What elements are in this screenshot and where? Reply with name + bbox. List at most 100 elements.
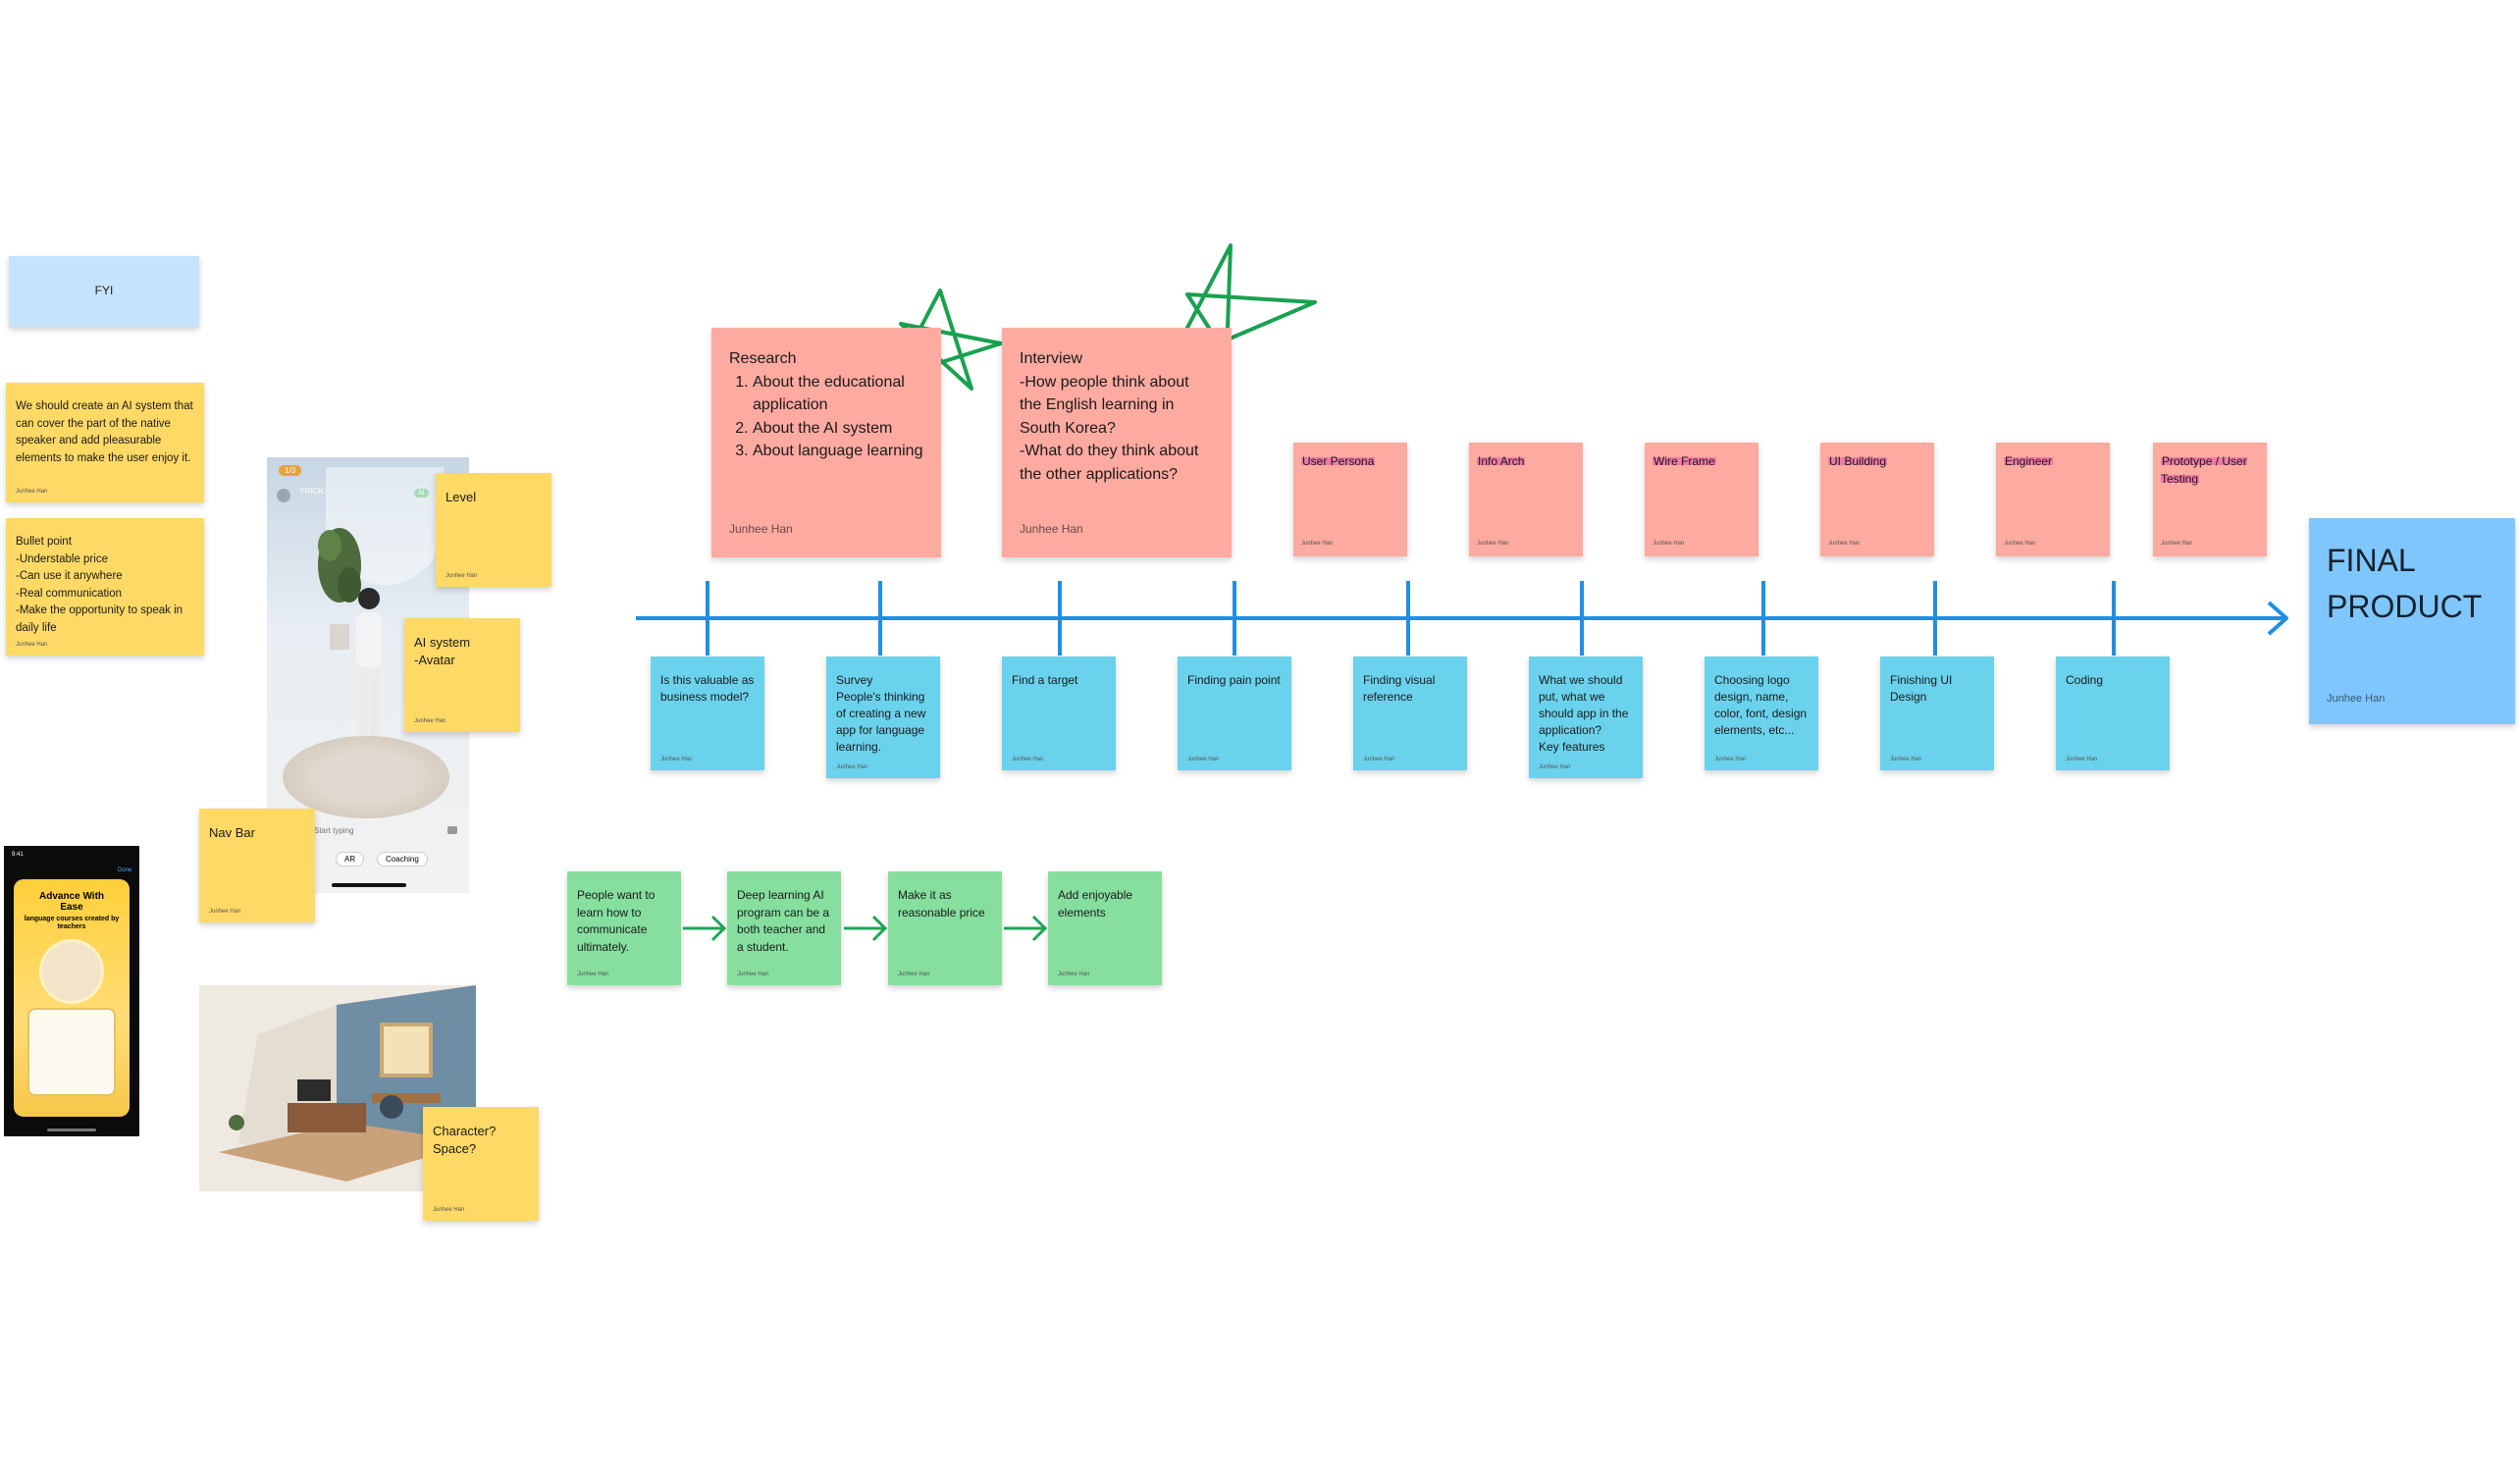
room-render-image bbox=[199, 985, 476, 1191]
status-time: 9:41 bbox=[12, 852, 24, 858]
note-text: Survey People's thinking of creating a n… bbox=[836, 673, 926, 754]
research-item: About the AI system bbox=[753, 417, 923, 441]
interview-note[interactable]: Interview -How people think about the En… bbox=[1002, 328, 1232, 557]
stage-label: Wire Frame bbox=[1653, 454, 1716, 468]
note-text: We should create an AI system that can c… bbox=[16, 400, 193, 464]
task-note[interactable]: Find a target Junhee Han bbox=[1002, 656, 1116, 770]
camera-icon[interactable] bbox=[447, 826, 457, 834]
chip-ar[interactable]: AR bbox=[336, 852, 365, 866]
sticky-note[interactable]: We should create an AI system that can c… bbox=[6, 383, 204, 502]
note-author: Junhee Han bbox=[1539, 764, 1571, 770]
timeline-arrowhead bbox=[2267, 601, 2288, 636]
fyi-note[interactable]: FYI bbox=[9, 256, 199, 327]
stage-note-prototype[interactable]: Prototype / User Testing Junhee Han bbox=[2153, 443, 2267, 556]
note-text: Make it as reasonable price bbox=[898, 888, 985, 919]
flow-arrow bbox=[844, 915, 888, 942]
note-author: Junhee Han bbox=[660, 757, 693, 762]
note-author: Junhee Han bbox=[1477, 541, 1509, 547]
task-note[interactable]: Coding Junhee Han bbox=[2056, 656, 2170, 770]
note-author: Junhee Han bbox=[1301, 541, 1334, 547]
note-author: Junhee Han bbox=[209, 909, 241, 915]
fyi-label: FYI bbox=[94, 284, 114, 298]
phone-mockup bbox=[27, 1008, 116, 1096]
final-product-note[interactable]: FINAL PRODUCT Junhee Han bbox=[2309, 518, 2515, 724]
flow-note[interactable]: Add enjoyable elements Junhee Han bbox=[1048, 871, 1162, 985]
flow-note[interactable]: Deep learning AI program can be a both t… bbox=[727, 871, 841, 985]
note-author: Junhee Han bbox=[1012, 757, 1044, 762]
note-author: Junhee Han bbox=[1363, 757, 1395, 762]
note-text: AI system -Avatar bbox=[414, 635, 471, 667]
menu-icon[interactable] bbox=[277, 489, 290, 502]
note-text: Bullet point -Understable price -Can use… bbox=[16, 536, 184, 634]
research-title: Research bbox=[729, 350, 797, 367]
note-author: Junhee Han bbox=[577, 971, 609, 977]
chip-coaching[interactable]: Coaching bbox=[377, 852, 428, 866]
stage-label: Engineer bbox=[2004, 454, 2054, 468]
flow-arrow bbox=[1004, 915, 1048, 942]
stage-label: Prototype / User Testing bbox=[2161, 454, 2247, 486]
note-text: Finishing UI Design bbox=[1890, 673, 1953, 704]
stage-note-info-arch[interactable]: Info Arch Junhee Han bbox=[1469, 443, 1583, 556]
sticky-note-ai-system[interactable]: AI system -Avatar Junhee Han bbox=[404, 618, 520, 732]
course-app-screenshot: 9:41 Done Advance With Ease language cou… bbox=[4, 846, 139, 1136]
task-note[interactable]: Finding pain point Junhee Han bbox=[1178, 656, 1291, 770]
note-author: Junhee Han bbox=[414, 718, 446, 724]
research-item: About the educational application bbox=[753, 371, 923, 417]
task-note[interactable]: Choosing logo design, name, color, font,… bbox=[1705, 656, 1818, 770]
note-author: Junhee Han bbox=[446, 573, 478, 579]
task-note[interactable]: Finishing UI Design Junhee Han bbox=[1880, 656, 1994, 770]
sticky-note-level[interactable]: Level Junhee Han bbox=[436, 473, 551, 587]
note-author: Junhee Han bbox=[2327, 693, 2386, 705]
note-author: Junhee Han bbox=[2004, 541, 2036, 547]
sticky-note[interactable]: Bullet point -Understable price -Can use… bbox=[6, 518, 204, 656]
stage-note-ui-building[interactable]: UI Building Junhee Han bbox=[1820, 443, 1934, 556]
plant-icon bbox=[312, 526, 367, 654]
note-author: Junhee Han bbox=[16, 642, 48, 648]
sticky-note-nav-bar[interactable]: Nav Bar Junhee Han bbox=[199, 809, 315, 922]
note-author: Junhee Han bbox=[2161, 541, 2193, 547]
app-name: FRICK bbox=[300, 487, 324, 496]
teacher-photo bbox=[39, 939, 104, 1004]
note-text: Choosing logo design, name, color, font,… bbox=[1714, 673, 1808, 737]
note-text: Find a target bbox=[1012, 673, 1078, 687]
ai-tag: AI bbox=[414, 489, 429, 498]
promo-subline: language courses created by teachers bbox=[24, 916, 120, 930]
note-author: Junhee Han bbox=[1653, 541, 1685, 547]
note-text: Nav Bar bbox=[209, 825, 255, 840]
sticky-note-character[interactable]: Character? Space? Junhee Han bbox=[423, 1107, 539, 1221]
note-author: Junhee Han bbox=[729, 522, 793, 536]
task-note[interactable]: Finding visual reference Junhee Han bbox=[1353, 656, 1467, 770]
note-text: Character? Space? bbox=[433, 1124, 497, 1156]
note-author: Junhee Han bbox=[737, 971, 769, 977]
flow-arrow bbox=[683, 915, 727, 942]
task-note[interactable]: What we should put, what we should app i… bbox=[1529, 656, 1643, 778]
note-author: Junhee Han bbox=[433, 1207, 465, 1213]
task-note[interactable]: Survey People's thinking of creating a n… bbox=[826, 656, 940, 778]
note-text: Finding pain point bbox=[1187, 673, 1281, 687]
note-author: Junhee Han bbox=[1890, 757, 1922, 762]
timeline-ticks bbox=[706, 581, 2116, 656]
chat-input[interactable]: Start typing bbox=[314, 826, 354, 835]
research-list: About the educational application About … bbox=[729, 371, 923, 463]
home-indicator bbox=[47, 1129, 96, 1131]
promo-headline: Advance With Ease bbox=[38, 891, 105, 913]
note-author: Junhee Han bbox=[1020, 522, 1083, 536]
stage-note-engineer[interactable]: Engineer Junhee Han bbox=[1996, 443, 2110, 556]
stage-note-user-persona[interactable]: User Persona Junhee Han bbox=[1293, 443, 1407, 556]
research-note[interactable]: Research About the educational applicati… bbox=[711, 328, 941, 557]
stage-label: UI Building bbox=[1828, 454, 1888, 468]
flow-arrows bbox=[683, 915, 1048, 942]
research-item: About language learning bbox=[753, 440, 923, 463]
note-author: Junhee Han bbox=[2066, 757, 2098, 762]
flow-note[interactable]: Make it as reasonable price Junhee Han bbox=[888, 871, 1002, 985]
flow-note[interactable]: People want to learn how to communicate … bbox=[567, 871, 681, 985]
done-button[interactable]: Done bbox=[118, 867, 132, 873]
note-text: Add enjoyable elements bbox=[1058, 888, 1133, 919]
note-text: What we should put, what we should app i… bbox=[1539, 673, 1629, 754]
note-text: Is this valuable as business model? bbox=[660, 673, 755, 704]
note-text: Finding visual reference bbox=[1363, 673, 1436, 704]
stage-note-wire-frame[interactable]: Wire Frame Junhee Han bbox=[1645, 443, 1759, 556]
task-note[interactable]: Is this valuable as business model? Junh… bbox=[651, 656, 764, 770]
note-author: Junhee Han bbox=[16, 489, 48, 495]
stage-label: User Persona bbox=[1301, 454, 1376, 468]
